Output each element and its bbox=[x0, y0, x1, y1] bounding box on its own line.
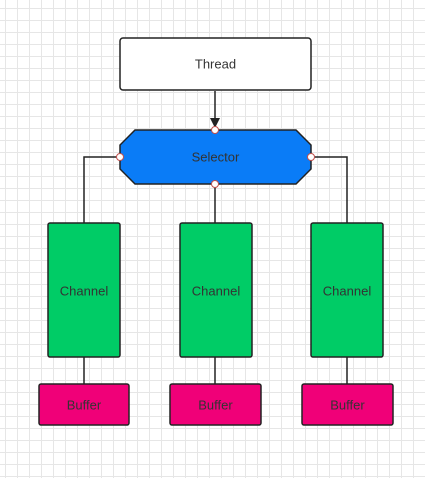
channel-node-1[interactable]: Channel bbox=[47, 222, 121, 358]
selector-handle-right[interactable] bbox=[307, 153, 315, 161]
channel-node-2[interactable]: Channel bbox=[179, 222, 253, 358]
selector-label: Selector bbox=[192, 149, 240, 164]
thread-node[interactable]: Thread bbox=[119, 37, 312, 91]
buffer-label: Buffer bbox=[198, 397, 233, 412]
buffer-node-2[interactable]: Buffer bbox=[169, 383, 262, 426]
selector-handle-left[interactable] bbox=[116, 153, 124, 161]
selector-to-channel-1-connector bbox=[83, 156, 120, 223]
thread-label: Thread bbox=[195, 56, 236, 71]
channel-label: Channel bbox=[60, 283, 109, 298]
buffer-node-3[interactable]: Buffer bbox=[301, 383, 394, 426]
selector-node[interactable]: Selector bbox=[119, 129, 312, 185]
selector-to-channel-3-connector bbox=[311, 156, 348, 223]
buffer-label: Buffer bbox=[330, 397, 365, 412]
channel-node-3[interactable]: Channel bbox=[310, 222, 384, 358]
selector-handle-bottom[interactable] bbox=[211, 180, 219, 188]
buffer-label: Buffer bbox=[67, 397, 102, 412]
buffer-node-1[interactable]: Buffer bbox=[38, 383, 130, 426]
channel-label: Channel bbox=[323, 283, 372, 298]
channel-label: Channel bbox=[192, 283, 241, 298]
selector-handle-top[interactable] bbox=[211, 126, 219, 134]
